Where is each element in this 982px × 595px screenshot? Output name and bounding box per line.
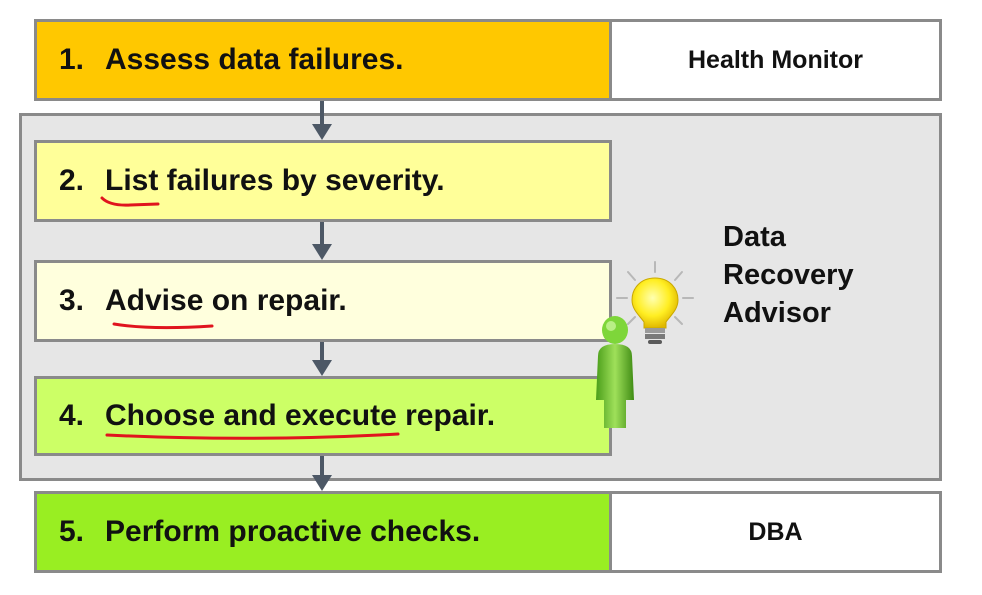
flow-arrow-2-3 — [312, 222, 332, 260]
health-monitor-label: Health Monitor — [688, 45, 863, 74]
step-5-number: 5. — [59, 515, 85, 548]
step-1-box: 1. Assess data failures. — [34, 19, 612, 101]
step-5-box: 5. Perform proactive checks. — [34, 491, 612, 573]
advisor-label-line-2: Recovery — [723, 259, 854, 291]
person-icon — [596, 316, 634, 428]
dba-label: DBA — [748, 517, 803, 546]
advise-underline-annotation — [112, 322, 214, 330]
flow-arrow-4-5 — [312, 456, 332, 491]
step-4-number: 4. — [59, 399, 85, 432]
data-recovery-advisor-label: Data Recovery Advisor — [723, 218, 854, 332]
step-4-box: 4. Choose and execute repair. — [34, 376, 612, 456]
flow-arrow-3-4 — [312, 342, 332, 376]
step-2-box: 2. List failures by severity. — [34, 140, 612, 222]
list-underline-annotation — [100, 196, 160, 207]
advisor-label-line-3: Advisor — [723, 297, 831, 329]
step-1-text: Assess data failures. — [105, 43, 404, 76]
choose-execute-underline-annotation — [105, 432, 400, 440]
advisor-label-line-1: Data — [723, 221, 786, 253]
step-5-text: Perform proactive checks. — [105, 515, 481, 548]
step-2-number: 2. — [59, 164, 85, 197]
step-2-text: List failures by severity. — [105, 164, 445, 197]
dba-box: DBA — [609, 491, 942, 573]
step-3-number: 3. — [59, 284, 85, 317]
step-1-number: 1. — [59, 43, 85, 76]
health-monitor-box: Health Monitor — [609, 19, 942, 101]
step-4-text: Choose and execute repair. — [105, 399, 496, 432]
step-3-text: Advise on repair. — [105, 284, 347, 317]
flow-arrow-1-2 — [312, 101, 332, 140]
step-3-box: 3. Advise on repair. — [34, 260, 612, 342]
light-bulb-icon — [616, 261, 694, 344]
